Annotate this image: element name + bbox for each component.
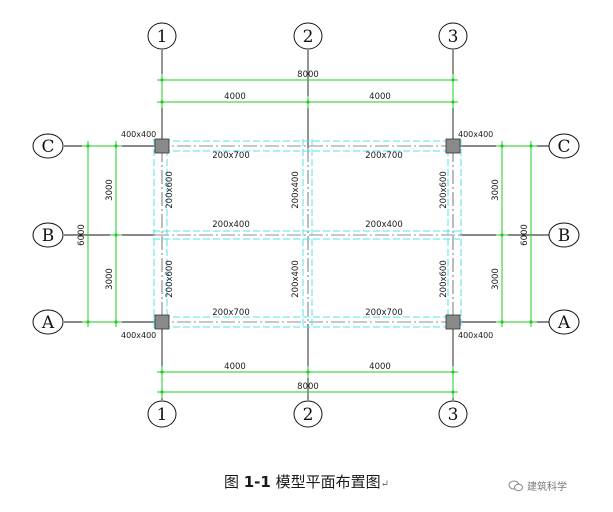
dim-text-top-bay-2: 4000 bbox=[369, 92, 391, 102]
dim-tick bbox=[114, 144, 118, 148]
axis-bubble-b-right bbox=[548, 222, 580, 248]
dim-text-left-total: 6000 bbox=[77, 224, 87, 246]
dim-tick bbox=[451, 100, 455, 104]
beam-label-mid-left: 200x400 bbox=[212, 220, 249, 230]
dimension-ticks bbox=[86, 78, 533, 394]
dim-tick bbox=[451, 78, 455, 82]
dim-text-bottom-total: 8000 bbox=[297, 382, 319, 392]
column-a1 bbox=[154, 314, 170, 330]
beam-label-top-left: 200x700 bbox=[212, 151, 249, 161]
axis-label-1-bottom: 1 bbox=[157, 405, 168, 425]
beams bbox=[153, 139, 462, 329]
axis-bubble-1-bottom bbox=[147, 400, 177, 428]
beam-label-v-left-lower: 200x600 bbox=[165, 260, 175, 297]
dim-tick bbox=[160, 390, 164, 394]
beam-label-v-right-upper: 200x600 bbox=[439, 171, 449, 208]
figure-caption: 图 1-1 模型平面布置图↵ bbox=[0, 471, 613, 492]
dim-tick bbox=[160, 370, 164, 374]
caption-return-mark: ↵ bbox=[380, 479, 390, 490]
axis-bubble-a-right bbox=[548, 309, 580, 335]
dim-tick bbox=[86, 320, 90, 324]
dim-tick bbox=[306, 370, 310, 374]
grid-centerlines bbox=[155, 145, 460, 324]
axis-bubble-3-top bbox=[438, 22, 468, 50]
dim-tick bbox=[306, 100, 310, 104]
column-label-bottom-right: 400x400 bbox=[458, 331, 493, 340]
axis-bubble-2-bottom bbox=[293, 400, 323, 428]
column-label-top-right: 400x400 bbox=[458, 130, 493, 139]
caption-title: 模型平面布置图 bbox=[270, 473, 381, 491]
column-labels: 400x400 400x400 400x400 400x400 bbox=[121, 130, 493, 340]
dim-tick bbox=[500, 320, 504, 324]
dimension-lines bbox=[82, 74, 537, 398]
dim-tick bbox=[451, 390, 455, 394]
column-label-bottom-left: 400x400 bbox=[121, 331, 156, 340]
dim-text-top-total: 8000 bbox=[297, 70, 319, 80]
axis-label-c-right: C bbox=[557, 137, 570, 157]
axis-bubble-2-top bbox=[293, 22, 323, 50]
beam-label-v-mid-upper: 200x400 bbox=[291, 171, 301, 208]
axis-label-b-left: B bbox=[42, 226, 55, 246]
axis-label-2-bottom: 2 bbox=[303, 405, 314, 425]
dim-text-right-bay-1: 3000 bbox=[491, 179, 501, 201]
dim-text-right-total: 6000 bbox=[520, 224, 530, 246]
columns bbox=[154, 138, 461, 330]
dim-tick bbox=[160, 78, 164, 82]
dim-tick bbox=[500, 144, 504, 148]
dim-text-left-bay-2: 3000 bbox=[105, 268, 115, 290]
axis-bubble-1-top bbox=[147, 22, 177, 50]
column-label-top-left: 400x400 bbox=[121, 130, 156, 139]
wechat-icon bbox=[508, 480, 523, 491]
dim-tick bbox=[86, 144, 90, 148]
watermark-text: 建筑科学 bbox=[527, 482, 567, 493]
column-c3 bbox=[445, 138, 461, 154]
axis-label-1-top: 1 bbox=[157, 27, 168, 47]
dim-text-bottom-bay-1: 4000 bbox=[224, 362, 246, 372]
beam-label-v-mid-lower: 200x400 bbox=[291, 260, 301, 297]
axis-bubble-c-left bbox=[32, 133, 64, 159]
axis-label-c-left: C bbox=[41, 137, 54, 157]
axis-label-3-bottom: 3 bbox=[448, 405, 459, 425]
dim-tick bbox=[114, 233, 118, 237]
dim-tick bbox=[529, 144, 533, 148]
dim-tick bbox=[114, 320, 118, 324]
caption-prefix: 图 bbox=[223, 473, 244, 491]
beam-label-bottom-right: 200x700 bbox=[365, 308, 402, 318]
dim-tick bbox=[500, 233, 504, 237]
axis-labels: 1 2 3 1 2 3 C B A C B A bbox=[41, 27, 571, 425]
axis-label-a-left: A bbox=[41, 313, 55, 333]
dim-text-right-bay-2: 3000 bbox=[491, 268, 501, 290]
axis-label-a-right: A bbox=[557, 313, 571, 333]
dimension-texts: 8000 4000 4000 4000 4000 8000 6000 3000 … bbox=[77, 70, 530, 392]
beam-label-v-right-lower: 200x600 bbox=[439, 260, 449, 297]
beam-label-v-left-upper: 200x600 bbox=[165, 171, 175, 208]
dim-text-bottom-bay-2: 4000 bbox=[369, 362, 391, 372]
dim-tick bbox=[160, 100, 164, 104]
watermark: 建筑科学 bbox=[508, 478, 567, 493]
beam-label-mid-right: 200x400 bbox=[365, 220, 402, 230]
axis-bubbles bbox=[32, 22, 580, 428]
beam-labels: 200x700 200x700 200x400 200x400 200x700 … bbox=[165, 151, 449, 318]
axis-bubble-a-left bbox=[32, 309, 64, 335]
axis-bubble-3-bottom bbox=[438, 400, 468, 428]
axis-label-b-right: B bbox=[558, 226, 571, 246]
caption-number: 1-1 bbox=[243, 473, 271, 491]
dim-text-left-bay-1: 3000 bbox=[105, 179, 115, 201]
axis-bubble-b-left bbox=[32, 222, 64, 248]
column-a3 bbox=[445, 314, 461, 330]
dim-tick bbox=[529, 320, 533, 324]
beam-label-bottom-left: 200x700 bbox=[212, 308, 249, 318]
dim-text-top-bay-1: 4000 bbox=[224, 92, 246, 102]
dim-tick bbox=[451, 370, 455, 374]
column-c1 bbox=[154, 138, 170, 154]
axis-bubble-c-right bbox=[548, 133, 580, 159]
axis-label-3-top: 3 bbox=[448, 27, 459, 47]
axis-label-2-top: 2 bbox=[303, 27, 314, 47]
beam-label-top-right: 200x700 bbox=[365, 151, 402, 161]
